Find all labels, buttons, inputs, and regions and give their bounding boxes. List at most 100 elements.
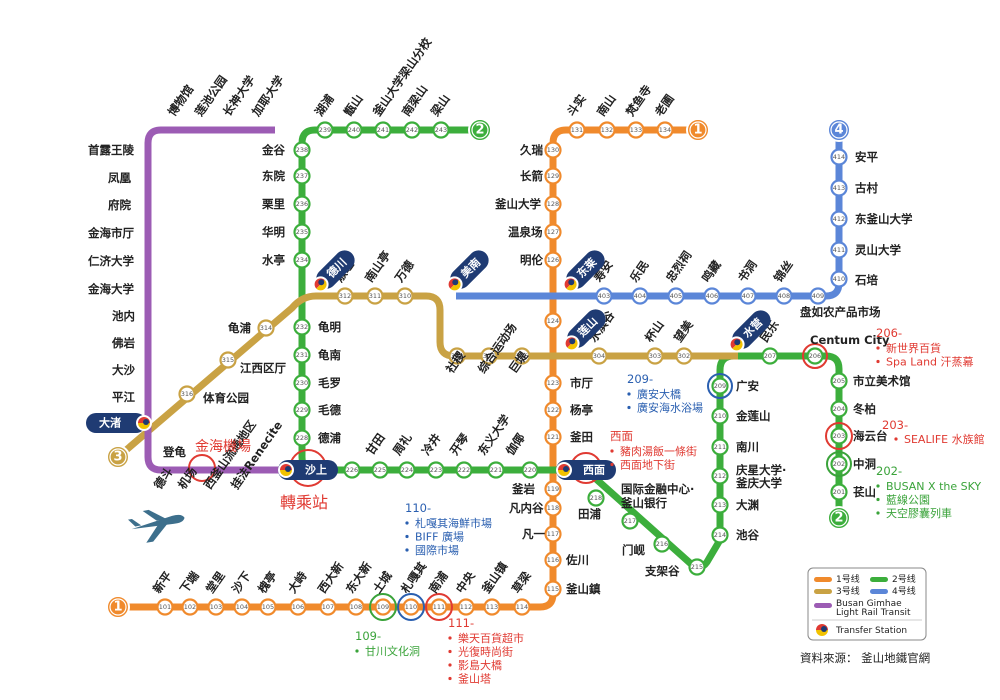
station-marker[interactable]	[653, 535, 671, 553]
station-marker[interactable]	[711, 438, 729, 456]
station-marker[interactable]	[711, 526, 729, 544]
transfer-hub[interactable]: 大渚	[86, 413, 152, 433]
station-marker[interactable]	[809, 287, 827, 305]
terminal-number: 1	[113, 600, 122, 615]
station-marker[interactable]	[830, 179, 848, 197]
station-marker[interactable]	[830, 270, 848, 288]
station-marker[interactable]	[627, 121, 645, 139]
station-marker[interactable]	[178, 385, 196, 403]
station-marker[interactable]	[830, 241, 848, 259]
station-marker[interactable]	[293, 401, 311, 419]
station-marker[interactable]	[293, 374, 311, 392]
station-marker[interactable]	[830, 148, 848, 166]
station-marker[interactable]	[590, 347, 608, 365]
station-marker[interactable]	[293, 223, 311, 241]
station-marker[interactable]	[293, 429, 311, 447]
station-marker[interactable]	[544, 401, 562, 419]
station-marker[interactable]	[402, 598, 420, 616]
station-marker[interactable]	[371, 461, 389, 479]
station-marker[interactable]	[544, 195, 562, 213]
station-marker[interactable]	[483, 598, 501, 616]
station-marker[interactable]	[427, 461, 445, 479]
station-marker[interactable]	[396, 287, 414, 305]
station-marker[interactable]	[347, 598, 365, 616]
station-marker[interactable]	[257, 319, 275, 337]
transfer-hub[interactable]: 沙上	[278, 460, 338, 480]
station-marker[interactable]	[289, 598, 307, 616]
station-marker[interactable]	[544, 251, 562, 269]
station-marker[interactable]	[455, 461, 473, 479]
station-marker[interactable]	[544, 312, 562, 330]
transfer-hub[interactable]: 西面	[556, 460, 616, 480]
station-marker[interactable]	[233, 598, 251, 616]
station-marker[interactable]	[345, 121, 363, 139]
station-marker[interactable]	[688, 558, 706, 576]
station-marker[interactable]	[156, 598, 174, 616]
station-marker[interactable]	[513, 598, 531, 616]
station-marker[interactable]	[448, 347, 466, 365]
station-marker[interactable]	[544, 428, 562, 446]
station-marker[interactable]	[646, 347, 664, 365]
station-marker[interactable]	[775, 287, 793, 305]
station-marker[interactable]	[544, 580, 562, 598]
station-marker[interactable]	[293, 318, 311, 336]
station-marker[interactable]	[761, 347, 779, 365]
station-marker[interactable]	[598, 121, 616, 139]
station-marker[interactable]	[219, 351, 237, 369]
station-marker[interactable]	[374, 121, 392, 139]
station-marker[interactable]	[544, 499, 562, 517]
station-marker[interactable]	[544, 480, 562, 498]
station-marker[interactable]	[259, 598, 277, 616]
station-marker[interactable]	[830, 400, 848, 418]
station-marker[interactable]	[521, 461, 539, 479]
station-marker[interactable]	[830, 455, 848, 473]
station-marker[interactable]	[293, 346, 311, 364]
station-marker[interactable]	[293, 195, 311, 213]
station-marker[interactable]	[374, 598, 392, 616]
transfer-hub[interactable]: 美南	[442, 246, 493, 297]
station-marker[interactable]	[568, 121, 586, 139]
station-marker[interactable]	[293, 251, 311, 269]
station-marker[interactable]	[480, 347, 498, 365]
station-marker[interactable]	[432, 121, 450, 139]
station-marker[interactable]	[830, 372, 848, 390]
station-marker[interactable]	[293, 141, 311, 159]
station-marker[interactable]	[703, 287, 721, 305]
station-marker[interactable]	[675, 347, 693, 365]
station-marker[interactable]	[403, 121, 421, 139]
station-marker[interactable]	[336, 287, 354, 305]
station-marker[interactable]	[544, 551, 562, 569]
station-marker[interactable]	[656, 121, 674, 139]
station-marker[interactable]	[587, 489, 605, 507]
station-marker[interactable]	[457, 598, 475, 616]
station-marker[interactable]	[343, 461, 361, 479]
station-marker[interactable]	[595, 287, 613, 305]
station-marker[interactable]	[513, 347, 531, 365]
station-marker[interactable]	[544, 167, 562, 185]
station-marker[interactable]	[711, 467, 729, 485]
station-marker[interactable]	[316, 121, 334, 139]
station-marker[interactable]	[398, 461, 416, 479]
station-marker[interactable]	[544, 223, 562, 241]
station-marker[interactable]	[711, 407, 729, 425]
station-marker[interactable]	[711, 377, 729, 395]
station-marker[interactable]	[667, 287, 685, 305]
station-marker[interactable]	[544, 141, 562, 159]
station-marker[interactable]	[544, 525, 562, 543]
station-marker[interactable]	[806, 347, 824, 365]
station-marker[interactable]	[487, 461, 505, 479]
station-marker[interactable]	[830, 210, 848, 228]
station-marker[interactable]	[621, 512, 639, 530]
station-marker[interactable]	[319, 598, 337, 616]
station-marker[interactable]	[830, 483, 848, 501]
station-marker[interactable]	[207, 598, 225, 616]
station-marker[interactable]	[293, 167, 311, 185]
station-marker[interactable]	[739, 287, 757, 305]
station-marker[interactable]	[830, 427, 848, 445]
station-marker[interactable]	[711, 496, 729, 514]
station-marker[interactable]	[366, 287, 384, 305]
station-marker[interactable]	[430, 598, 448, 616]
station-marker[interactable]	[544, 374, 562, 392]
station-marker[interactable]	[631, 287, 649, 305]
station-marker[interactable]	[181, 598, 199, 616]
